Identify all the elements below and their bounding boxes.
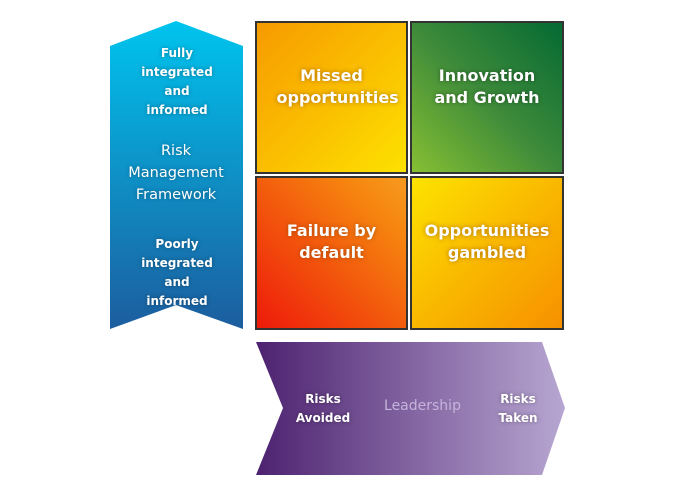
horizontal-arrow-left-label: Risks Avoided	[295, 392, 351, 425]
quadrant-innovation-growth: Innovation and Growth	[410, 21, 564, 174]
quadrant-missed-opportunities: Missed opportunities	[255, 21, 408, 174]
horizontal-arrow-right-label: Risks Taken	[498, 392, 538, 425]
quadrant-failure-by-default: Failure by default	[255, 176, 408, 330]
vertical-arrow-title: Risk Management Framework	[128, 143, 224, 203]
vertical-arrow-top-label: Fully integrated and informed	[141, 46, 213, 117]
quadrant-opportunities-gambled: Opportunities gambled	[410, 176, 564, 330]
horizontal-arrow-shape	[256, 342, 565, 475]
vertical-arrow-shape	[110, 21, 243, 329]
vertical-arrow-bottom-label: Poorly integrated and informed	[141, 237, 213, 308]
horizontal-arrow-title: Leadership	[384, 398, 461, 414]
